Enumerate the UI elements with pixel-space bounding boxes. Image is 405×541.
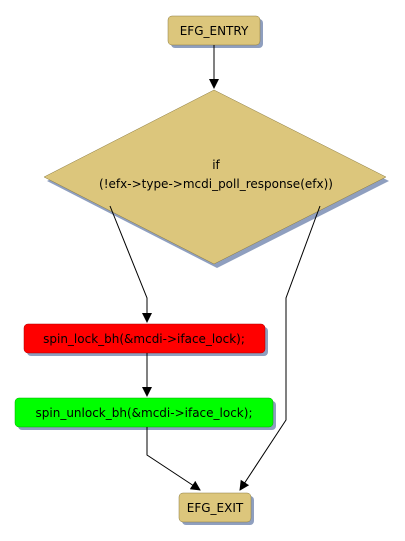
exit-node-box: [178, 492, 252, 523]
condition-node-diamond: [43, 89, 387, 265]
unlock-node-box: [14, 397, 274, 428]
lock-node-label: spin_lock_bh(&mcdi->iface_lock);: [43, 332, 245, 346]
condition-node[interactable]: if (!efx->type->mcdi_poll_response(efx)): [43, 89, 389, 268]
lock-node-box: [23, 323, 266, 354]
entry-node[interactable]: EFG_ENTRY: [167, 15, 263, 48]
lock-node[interactable]: spin_lock_bh(&mcdi->iface_lock);: [23, 323, 268, 356]
edge-condition-to-lock: [109, 205, 152, 323]
unlock-node[interactable]: spin_unlock_bh(&mcdi->iface_lock);: [14, 397, 276, 430]
exit-node-label: EFG_EXIT: [187, 501, 244, 515]
edge-condition-to-exit: [239, 205, 321, 491]
entry-node-label: EFG_ENTRY: [180, 24, 249, 38]
exit-node[interactable]: EFG_EXIT: [178, 492, 254, 525]
unlock-node-label: spin_unlock_bh(&mcdi->iface_lock);: [36, 406, 253, 420]
condition-node-line2: (!efx->type->mcdi_poll_response(efx)): [99, 177, 333, 191]
condition-node-line1: if: [212, 158, 220, 172]
edge-unlock-to-exit: [146, 427, 201, 491]
